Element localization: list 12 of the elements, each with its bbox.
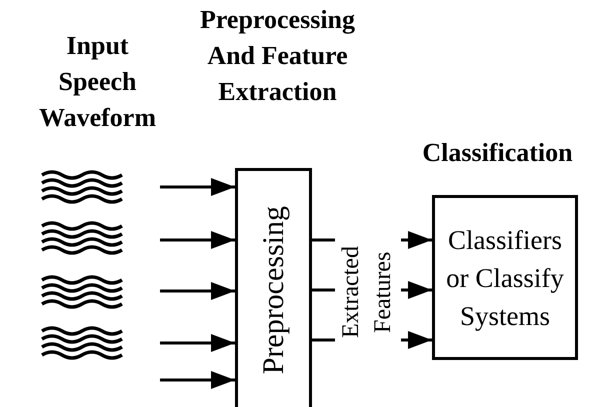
node-text: Preprocessing [258, 206, 288, 375]
classifier-box [432, 195, 578, 360]
heading: Classification [421, 137, 574, 169]
arrow [160, 371, 235, 389]
arrow [160, 231, 235, 249]
process-box [235, 168, 312, 407]
arrow [160, 282, 235, 300]
node-text: Classifiers or Classify Systems [445, 224, 565, 333]
arrow [160, 334, 235, 352]
heading: Preprocessing And Feature Extraction [198, 4, 356, 108]
arrow [160, 178, 235, 196]
heading: Input Speech Waveform [38, 30, 157, 134]
